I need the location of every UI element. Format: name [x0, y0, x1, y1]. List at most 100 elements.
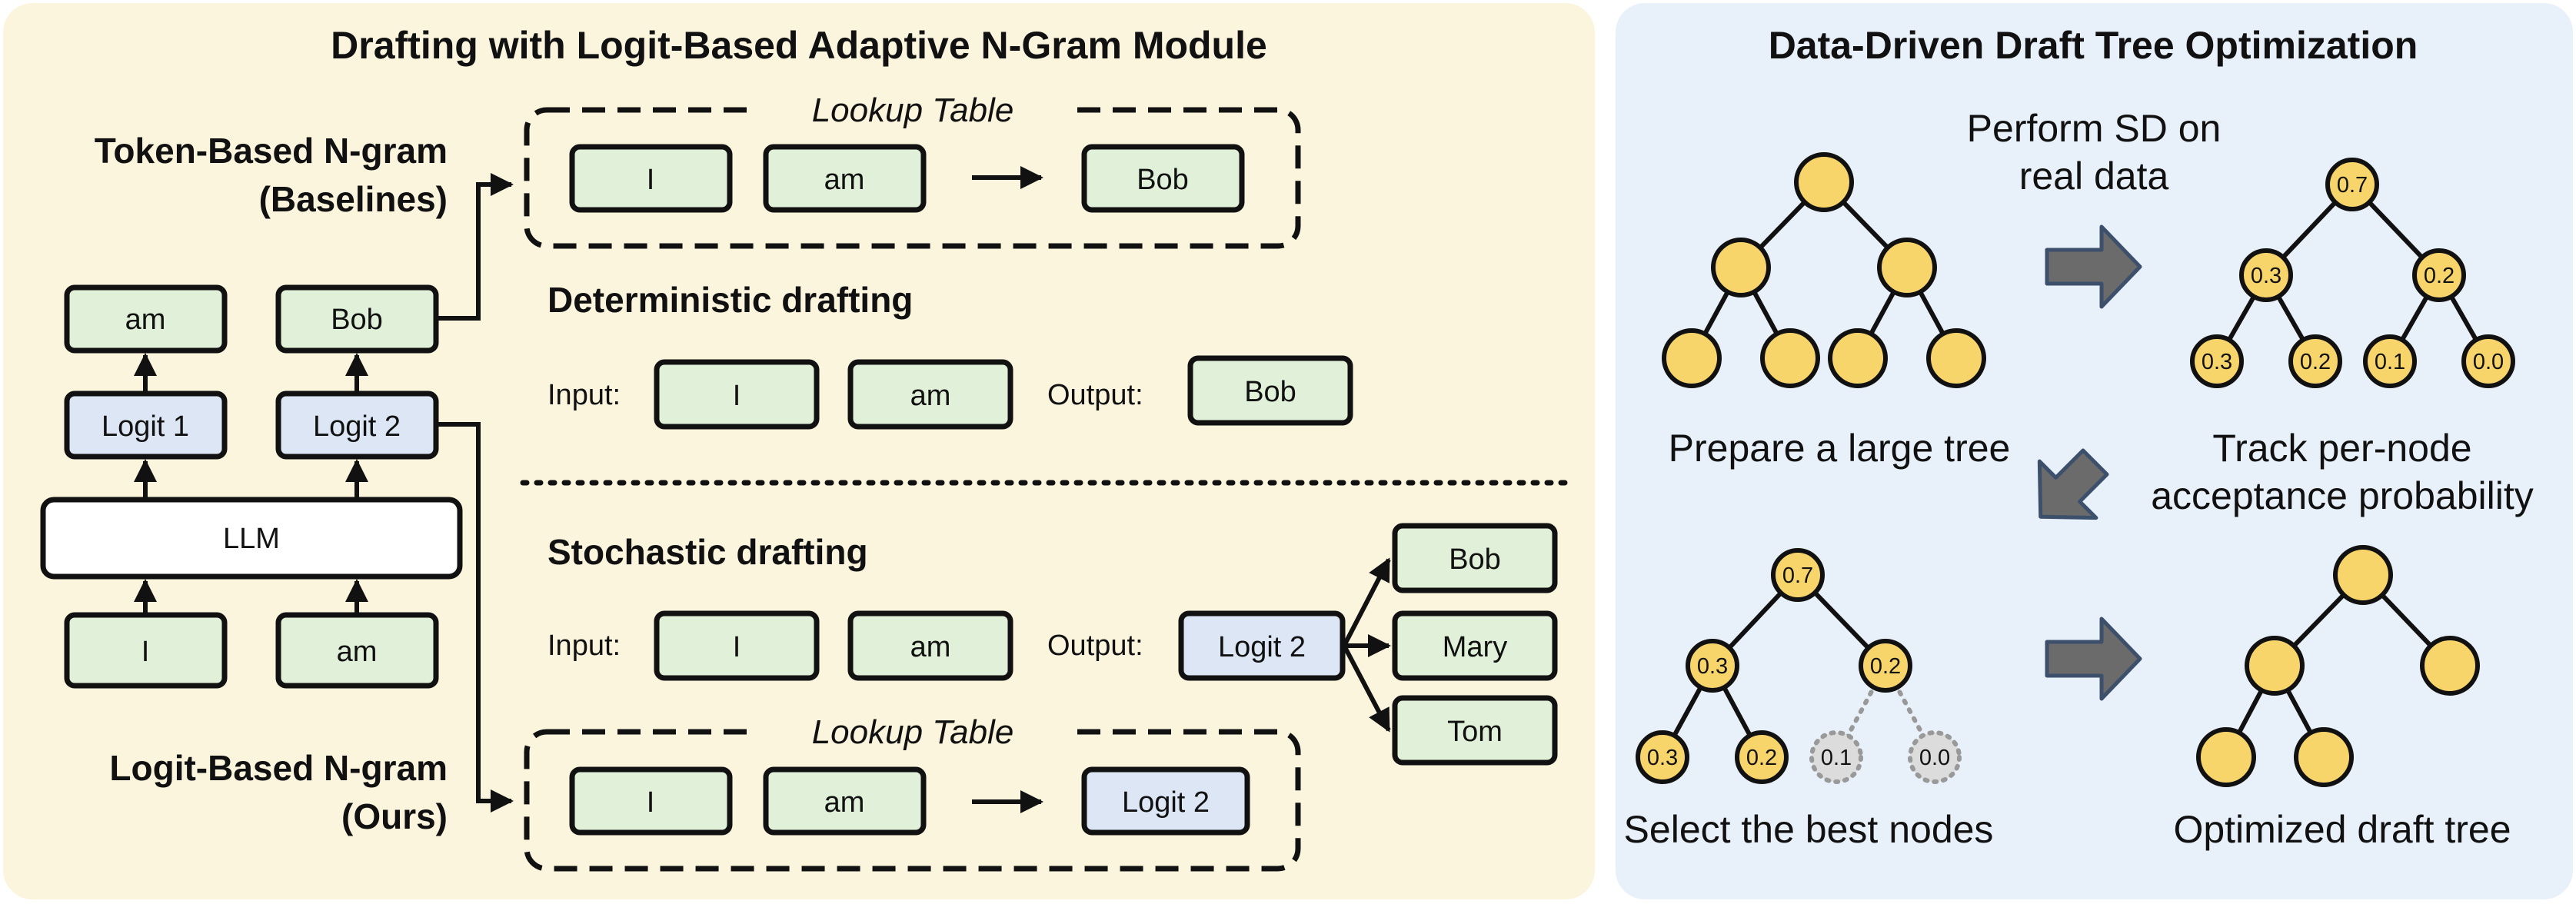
large-tree: [1662, 152, 1986, 388]
step-optimized-tree: Optimized draft tree: [2173, 808, 2511, 851]
right-panel-background: [1616, 3, 2573, 899]
output-token-bob: [275, 284, 439, 354]
logit-2-box: [275, 391, 439, 460]
sto-output-logit2: [1178, 610, 1346, 681]
svg-text:Logit 2: Logit 2: [1218, 631, 1306, 663]
svg-text:0.2: 0.2: [2300, 350, 2331, 374]
svg-text:am: am: [337, 636, 378, 668]
selected-node-mid-left: [1686, 639, 1739, 693]
lookup-bottom-key-am: [763, 766, 927, 836]
svg-text:0.3: 0.3: [2202, 350, 2232, 374]
selected-node-leaf-1: [1636, 730, 1689, 784]
selected-node-leaf-2: [1735, 730, 1789, 784]
left-panel-title: Drafting with Logit-Based Adaptive N-Gra…: [331, 24, 1267, 67]
svg-text:0.3: 0.3: [1647, 746, 1678, 770]
svg-text:am: am: [910, 380, 951, 412]
sto-input-am: [847, 610, 1013, 681]
selected-tree: 0.7 0.3 0.2 0.3 0.2 0.1 0.0: [1636, 548, 1962, 784]
svg-text:Bob: Bob: [1449, 543, 1501, 576]
step-perform-sd-line2: real data: [2019, 155, 2169, 198]
right-arrow-icon: [2045, 224, 2142, 309]
svg-text:LLM: LLM: [223, 523, 280, 555]
token-based-label: Token-Based N-gram: [95, 131, 448, 171]
lookup-bottom-value-logit2: [1081, 766, 1250, 836]
stochastic-drafting: Stochastic drafting Input: I am Output: …: [547, 523, 1558, 766]
sample-mary: [1392, 610, 1558, 681]
selected-node-root: [1771, 548, 1825, 602]
svg-text:0.1: 0.1: [1821, 746, 1852, 770]
svg-text:0.3: 0.3: [1697, 654, 1728, 679]
svg-text:I: I: [141, 636, 150, 668]
stochastic-title: Stochastic drafting: [547, 532, 868, 572]
svg-text:am: am: [910, 631, 951, 663]
svg-text:0.2: 0.2: [1870, 654, 1901, 679]
svg-text:Bob: Bob: [1244, 376, 1296, 408]
logit-based-label: Logit-Based N-gram: [109, 748, 448, 788]
svg-text:Mary: Mary: [1443, 631, 1507, 663]
det-input-i: [654, 359, 820, 430]
svg-text:Input:: Input:: [547, 630, 621, 662]
svg-text:I: I: [733, 380, 741, 412]
step-prepare-tree: Prepare a large tree: [1669, 427, 2011, 470]
logit2-to-lookup-connector: [437, 422, 514, 813]
lookup-top-key-i: [569, 144, 733, 213]
svg-text:Bob: Bob: [331, 304, 383, 336]
output-token-am: [64, 284, 228, 354]
step-track-line1: Track per-node: [2212, 427, 2471, 470]
svg-text:Logit 2: Logit 2: [313, 410, 401, 443]
svg-text:0.7: 0.7: [1782, 563, 1813, 588]
step-select-nodes: Select the best nodes: [1624, 808, 1994, 851]
deterministic-drafting: Deterministic drafting Input: I am Outpu…: [547, 280, 1353, 430]
logit-1-box: [64, 391, 228, 460]
svg-text:Bob: Bob: [1137, 164, 1189, 196]
right-panel-title: Data-Driven Draft Tree Optimization: [1769, 24, 2418, 67]
svg-text:0.0: 0.0: [2473, 350, 2504, 374]
pruned-node-2: [1908, 730, 1962, 784]
step-track-line2: acceptance probability: [2151, 474, 2534, 517]
svg-text:0.3: 0.3: [2251, 264, 2281, 288]
tracked-node-leaf-3: [2363, 334, 2417, 388]
svg-text:Logit 2: Logit 2: [1122, 786, 1210, 819]
step-perform-sd-line1: Perform SD on: [1967, 107, 2222, 150]
llm-box: [40, 497, 463, 580]
lookup-top-key-am: [763, 144, 927, 213]
svg-text:am: am: [824, 164, 865, 196]
tracked-node-leaf-1: [2190, 334, 2244, 388]
diagonal-arrow-icon: [2037, 448, 2109, 520]
lookup-bottom-key-i: [569, 766, 733, 836]
input-token-i: [64, 612, 228, 689]
svg-text:am: am: [824, 786, 865, 819]
tracked-node-mid-left: [2239, 248, 2293, 302]
token-based-sublabel: (Baselines): [259, 179, 448, 219]
svg-text:0.2: 0.2: [2424, 264, 2455, 288]
sto-input-i: [654, 610, 820, 681]
logit-based-sublabel: (Ours): [341, 796, 448, 836]
deterministic-title: Deterministic drafting: [547, 280, 913, 320]
det-input-am: [847, 359, 1013, 430]
tracked-node-leaf-4: [2461, 334, 2515, 388]
optimized-tree: [2196, 545, 2480, 787]
svg-text:Tom: Tom: [1447, 716, 1503, 748]
lookup-table-top: Lookup Table I am Bob: [524, 91, 1301, 249]
svg-text:Logit 1: Logit 1: [102, 410, 189, 443]
svg-text:0.2: 0.2: [1746, 746, 1777, 770]
bob-to-lookup-connector: [437, 173, 514, 321]
lookup-top-value-bob: [1081, 144, 1245, 213]
svg-text:Input:: Input:: [547, 379, 621, 411]
svg-text:0.0: 0.0: [1919, 746, 1950, 770]
svg-text:I: I: [647, 164, 655, 196]
svg-text:Output:: Output:: [1047, 630, 1143, 662]
tracked-node-root: [2325, 158, 2379, 211]
det-output-bob: [1187, 355, 1353, 426]
pruned-node-1: [1809, 730, 1863, 784]
sample-bob: [1392, 523, 1558, 593]
tracked-tree: 0.7 0.3 0.2 0.3 0.2 0.1 0.0: [2190, 158, 2515, 388]
tracked-node-leaf-2: [2288, 334, 2342, 388]
svg-text:Output:: Output:: [1047, 379, 1143, 411]
svg-text:0.7: 0.7: [2337, 173, 2368, 198]
svg-text:I: I: [647, 786, 655, 819]
llm-stack: am Bob Logit 1 Logit 2 LLM I am: [40, 284, 463, 689]
svg-text:am: am: [125, 304, 166, 336]
svg-text:I: I: [733, 631, 741, 663]
